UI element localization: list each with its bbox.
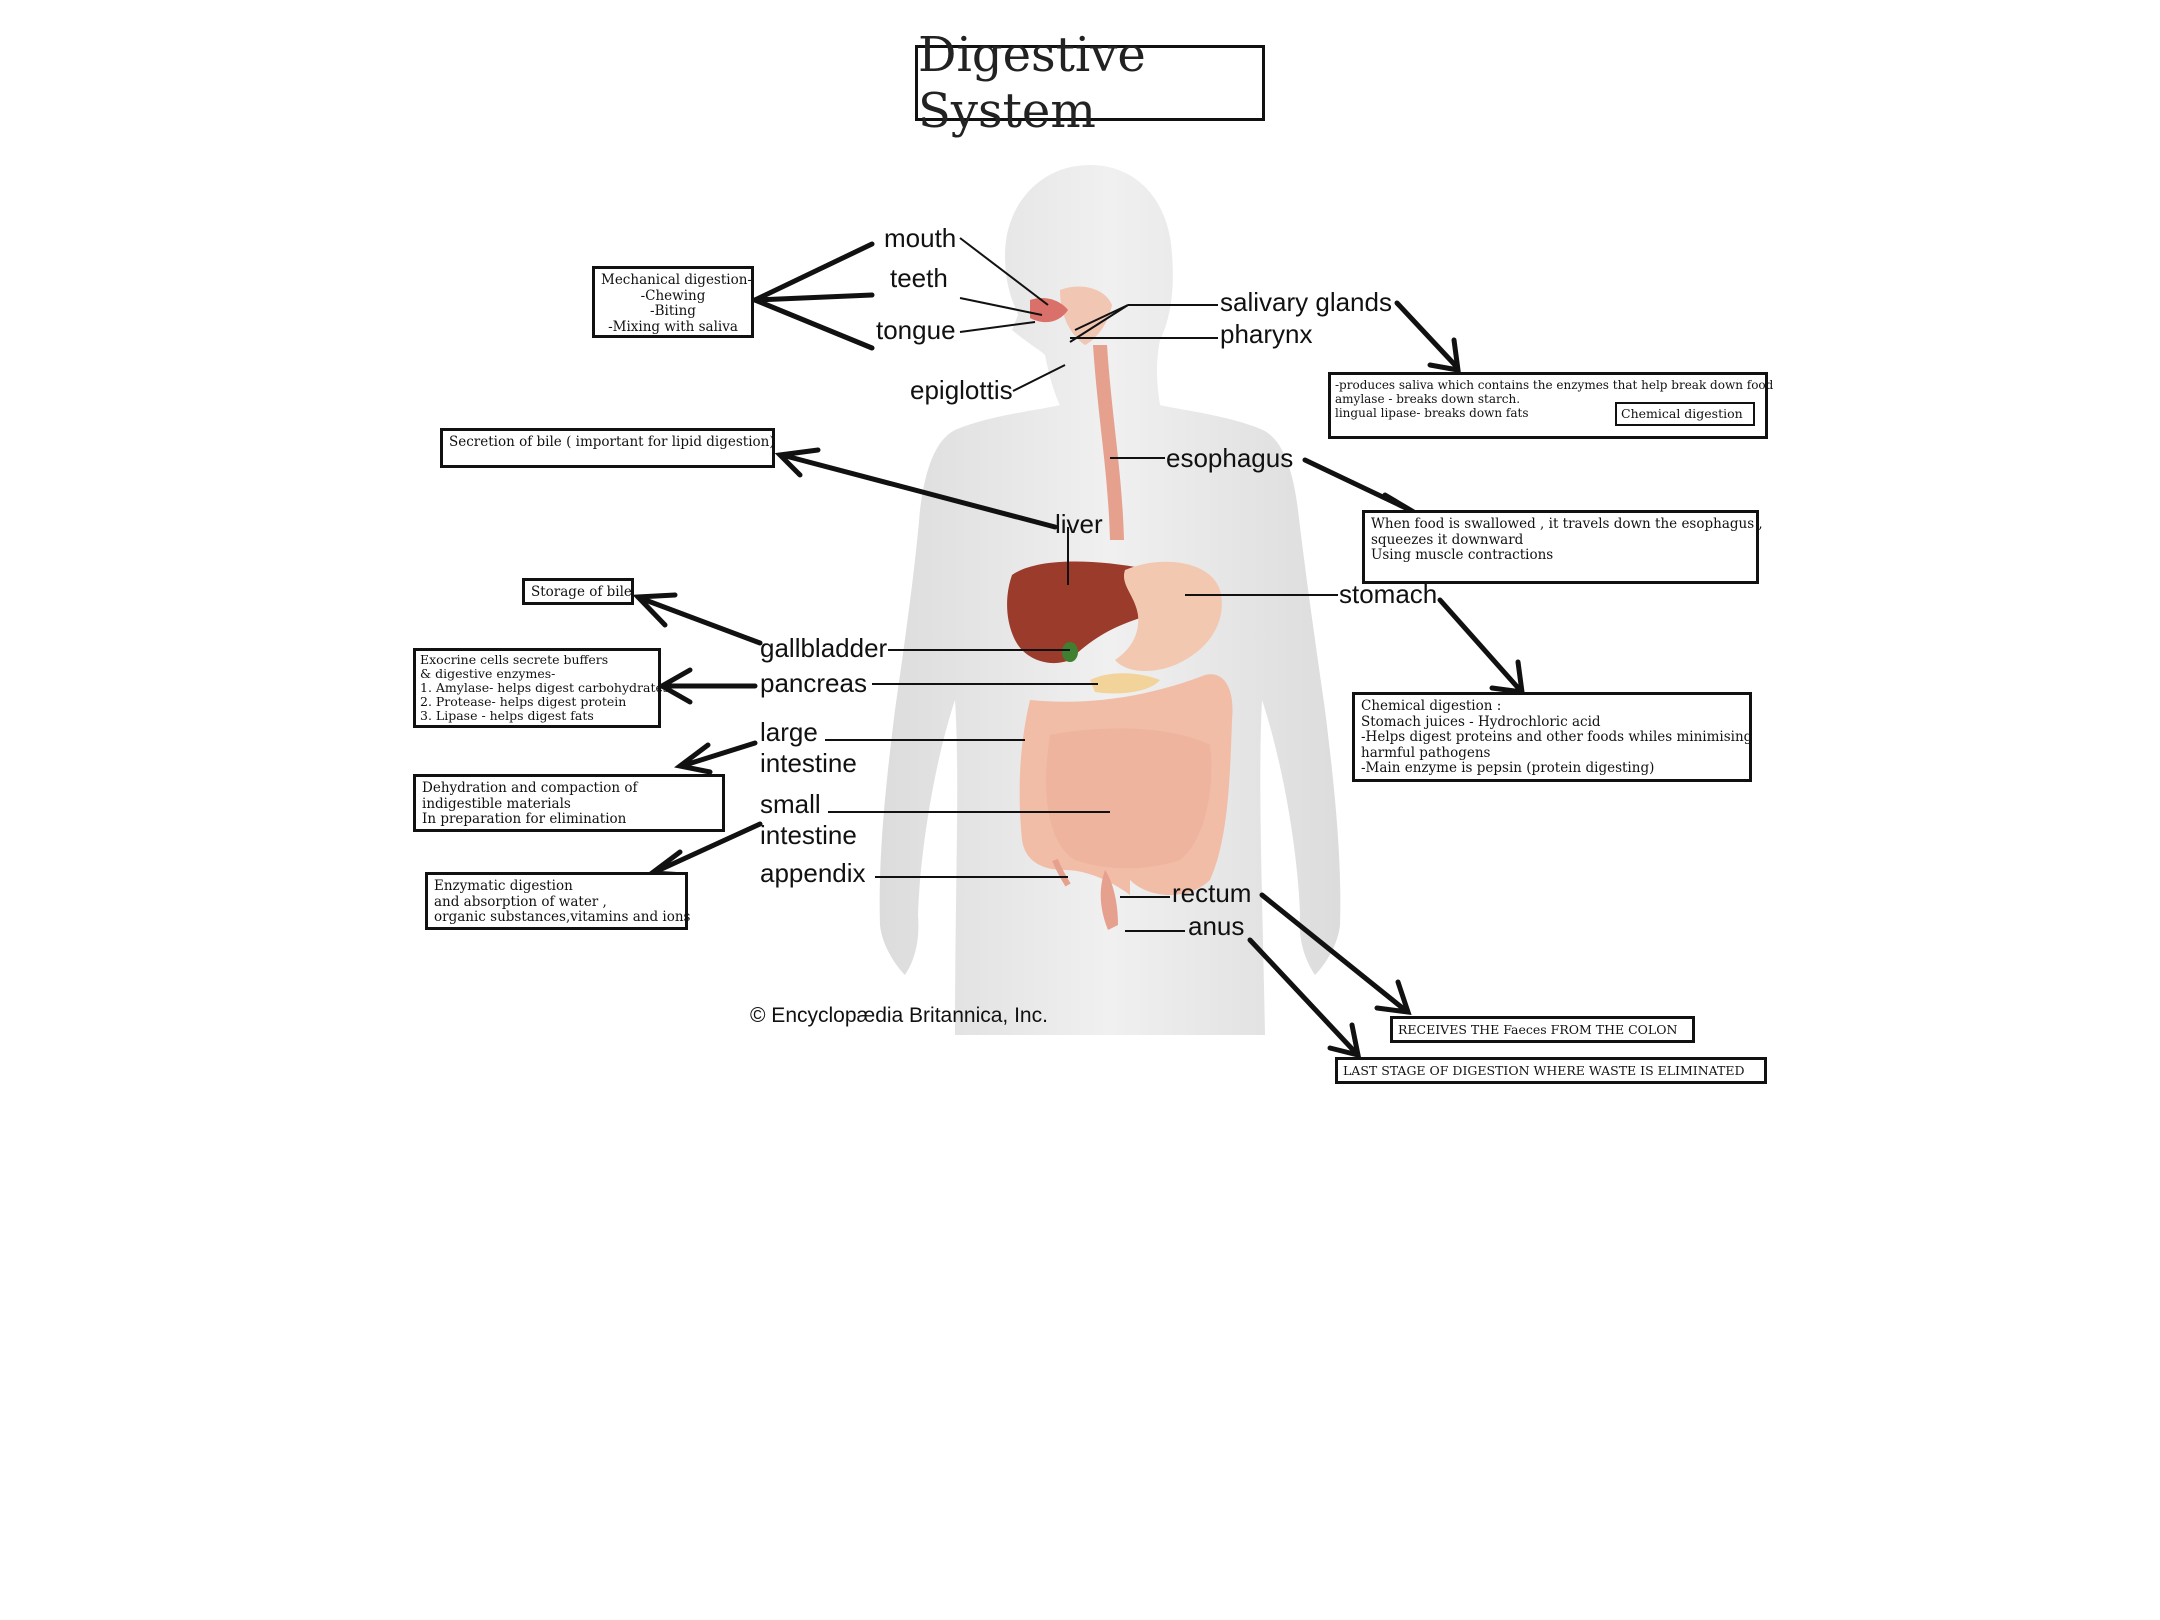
note-salivary-glands: -produces saliva which contains the enzy… xyxy=(1328,372,1773,439)
label-small-intestine-1: small xyxy=(760,789,821,819)
note-bile-storage: Storage of bile xyxy=(522,578,634,605)
label-small-intestine-2: intestine xyxy=(760,820,857,850)
label-large-intestine-1: large xyxy=(760,717,818,747)
label-epiglottis: epiglottis xyxy=(910,375,1013,405)
label-mouth: mouth xyxy=(884,223,957,253)
leader-lines xyxy=(825,237,1338,932)
note-bile-secretion: Secretion of bile ( important for lipid … xyxy=(440,428,775,468)
label-anus: anus xyxy=(1188,911,1245,941)
note-stomach: Chemical digestion : Stomach juices - Hy… xyxy=(1352,692,1752,782)
label-appendix: appendix xyxy=(760,858,866,888)
label-rectum: rectum xyxy=(1172,878,1252,908)
mouth-organ xyxy=(1030,298,1068,323)
stomach-organ xyxy=(1115,561,1222,672)
note-large-intestine: Dehydration and compaction of indigestib… xyxy=(413,774,725,832)
note-anus: LAST STAGE OF DIGESTION WHERE WASTE IS E… xyxy=(1335,1057,1767,1084)
label-stomach: stomach xyxy=(1339,579,1438,609)
liver-organ xyxy=(1007,561,1164,664)
note-rectum: RECEIVES THE Faeces FROM THE COLON xyxy=(1390,1016,1695,1043)
label-teeth: teeth xyxy=(890,263,948,293)
note-salivary-chemical-digestion: Chemical digestion xyxy=(1615,402,1755,426)
note-small-intestine: Enzymatic digestion and absorption of wa… xyxy=(425,872,690,930)
label-liver: liver xyxy=(1055,509,1103,539)
label-large-intestine-2: intestine xyxy=(760,748,857,778)
label-pharynx: pharynx xyxy=(1220,319,1313,349)
note-pancreas: Exocrine cells secrete buffers & digesti… xyxy=(413,648,669,728)
rectum-organ xyxy=(1100,870,1118,930)
salivary-organ xyxy=(1060,286,1112,345)
note-mechanical-digestion: Mechanical digestion- -Chewing -Biting -… xyxy=(592,266,754,338)
label-salivary-glands: salivary glands xyxy=(1220,287,1392,317)
copyright-notice: © Encyclopædia Britannica, Inc. xyxy=(750,1004,1048,1027)
diagram-title: Digestive System xyxy=(915,27,1265,139)
label-tongue: tongue xyxy=(876,315,956,345)
gallbladder-organ xyxy=(1062,642,1078,662)
label-gallbladder: gallbladder xyxy=(760,633,888,663)
esophagus-organ xyxy=(1093,345,1124,540)
label-pancreas: pancreas xyxy=(760,668,867,698)
pancreas-organ xyxy=(1090,673,1160,694)
appendix-organ xyxy=(1052,858,1071,887)
note-esophagus: When food is swallowed , it travels down… xyxy=(1362,510,1763,584)
small-intestine-organ xyxy=(1046,728,1212,869)
label-esophagus: esophagus xyxy=(1166,443,1294,473)
